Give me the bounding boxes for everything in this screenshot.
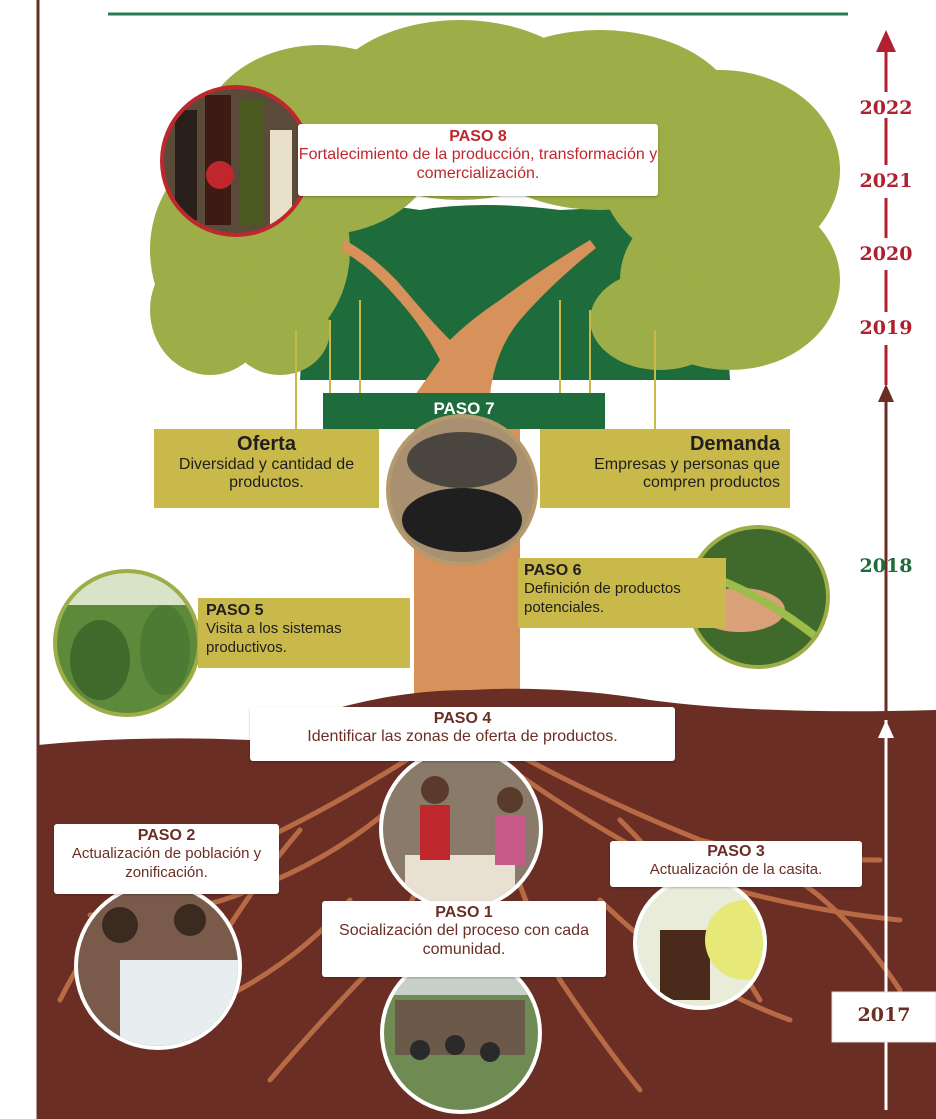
paso1-text: Socialización del proceso con cada comun… (339, 922, 589, 958)
product-bottles-photo (160, 85, 312, 237)
year-2017-badge (831, 991, 936, 1043)
paso3-text: Actualización de la casita. (649, 861, 823, 879)
paso8-text: Fortalecimiento de la producción, transf… (298, 146, 658, 182)
year-2022: 2022 (859, 97, 913, 119)
paso1-label: PASO 1 Socialización del proceso con cad… (322, 901, 606, 977)
year-2019: 2019 (859, 317, 913, 339)
demanda-text: Empresas y personas que compren producto… (594, 456, 780, 492)
paso2-label: PASO 2 Actualización de población y zoni… (54, 824, 279, 894)
demanda-label: Demanda Empresas y personas que compren … (540, 429, 790, 508)
community-meeting-photo (379, 747, 543, 911)
paso5-label: PASO 5 Visita a los sistemas productivos… (198, 598, 410, 668)
paso4-label: PASO 4 Identificar las zonas de oferta d… (250, 707, 675, 761)
aerial-roots (295, 300, 656, 430)
drawing-photo (633, 876, 767, 1010)
paso7-title-text: PASO 7 (433, 399, 495, 418)
paso5-title: PASO 5 (206, 602, 264, 619)
oferta-label: Oferta Diversidad y cantidad de producto… (154, 429, 379, 508)
paso6-text: Definición de productos potenciales. (524, 580, 681, 616)
paso4-text: Identificar las zonas de oferta de produ… (307, 728, 618, 746)
paso2-text: Actualización de población y zonificació… (71, 845, 262, 881)
year-2020: 2020 (859, 243, 913, 265)
paso2-title: PASO 2 (137, 827, 196, 844)
paso1-title: PASO 1 (435, 904, 493, 921)
paso8-title: PASO 8 (449, 128, 507, 145)
year-2018: 2018 (859, 555, 913, 577)
timeline-arrow (876, 30, 896, 1110)
paso8-label: PASO 8 Fortalecimiento de la producción,… (298, 124, 658, 196)
paso3-title: PASO 3 (707, 843, 765, 860)
paso6-label: PASO 6 Definición de productos potencial… (518, 558, 726, 628)
paso5-text: Visita a los sistemas productivos. (206, 620, 342, 656)
paso4-title: PASO 4 (433, 710, 492, 727)
paso6-title: PASO 6 (524, 562, 582, 579)
paso7-title: PASO 7 (323, 399, 605, 423)
field-visit-photo (53, 569, 201, 717)
year-2021: 2021 (859, 170, 913, 192)
oferta-title: Oferta (237, 433, 296, 455)
mapping-photo (74, 882, 242, 1050)
paso3-label: PASO 3 Actualización de la casita. (610, 841, 862, 887)
oferta-text: Diversidad y cantidad de productos. (178, 456, 355, 492)
year-2017: 2017 (857, 1004, 911, 1026)
seeds-basket-photo (386, 414, 538, 566)
demanda-title: Demanda (689, 433, 780, 455)
